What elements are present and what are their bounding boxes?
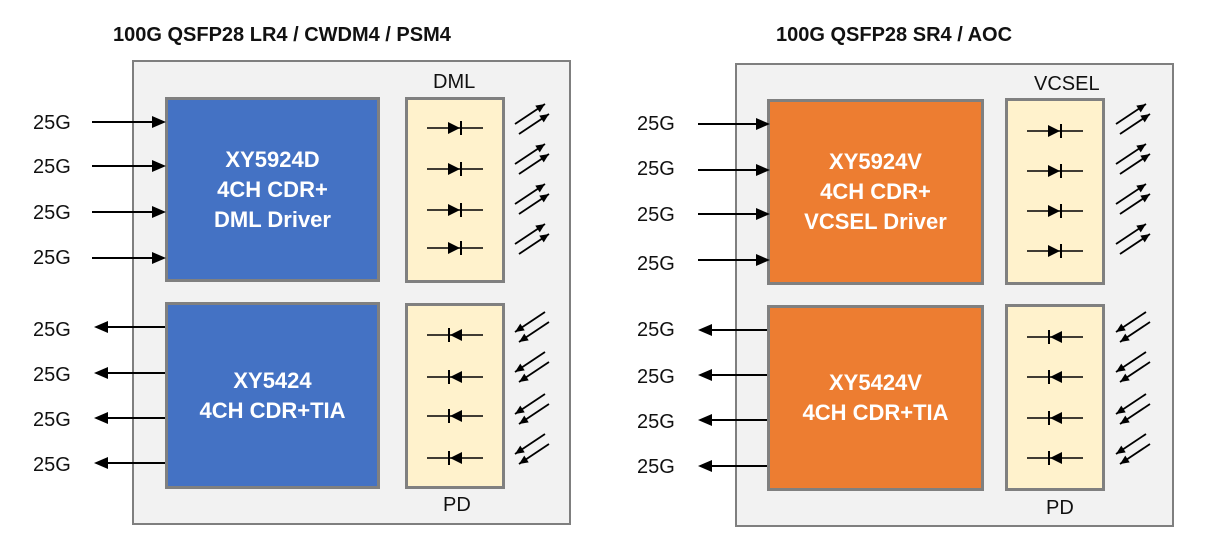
rx-chip-right-name: XY5424V	[829, 370, 922, 395]
rx-lane-label: 25G	[33, 409, 71, 431]
rx-chip-left-line2: 4CH CDR+TIA	[199, 397, 346, 423]
tx-chip-left-line2: 4CH CDR+	[217, 176, 328, 202]
tx-lane-label: 25G	[637, 158, 675, 180]
tx-chip-right: XY5924V 4CH CDR+ VCSEL Driver	[767, 99, 984, 285]
rx-lane-label: 25G	[33, 364, 71, 386]
tx-lane-label: 25G	[33, 202, 71, 224]
tx-array-label-right: VCSEL	[1034, 73, 1100, 95]
rx-lane-label: 25G	[637, 319, 675, 341]
tx-array-label-left: DML	[433, 71, 476, 93]
tx-lane-label: 25G	[637, 113, 675, 135]
tx-diode-array-right	[1005, 98, 1105, 285]
rx-chip-right-line2: 4CH CDR+TIA	[802, 400, 949, 425]
tx-lane-label: 25G	[33, 156, 71, 178]
tx-chip-left-name: XY5924D	[225, 146, 320, 172]
tx-lane-label: 25G	[637, 204, 675, 226]
rx-lane-label: 25G	[33, 319, 71, 341]
tx-chip-right-line3: VCSEL Driver	[804, 209, 947, 234]
tx-chip-right-line2: 4CH CDR+	[820, 179, 931, 204]
diagram-title-left: 100G QSFP28 LR4 / CWDM4 / PSM4	[113, 24, 451, 46]
rx-diode-array-right	[1005, 304, 1105, 491]
tx-chip-left: XY5924D 4CH CDR+ DML Driver	[165, 97, 380, 282]
tx-chip-right-name: XY5924V	[829, 149, 922, 174]
tx-lane-label: 25G	[33, 247, 71, 269]
rx-diode-array-left	[405, 303, 505, 489]
diagram-title-right: 100G QSFP28 SR4 / AOC	[776, 24, 1013, 46]
tx-chip-left-line3: DML Driver	[214, 206, 331, 232]
rx-lane-label: 25G	[637, 411, 675, 433]
tx-lane-label: 25G	[33, 112, 71, 134]
rx-lane-label: 25G	[33, 454, 71, 476]
rx-lane-label: 25G	[637, 366, 675, 388]
rx-array-label-right: PD	[1046, 497, 1074, 519]
rx-chip-left: XY5424 4CH CDR+TIA	[165, 302, 380, 489]
rx-lane-label: 25G	[637, 456, 675, 478]
rx-chip-right: XY5424V 4CH CDR+TIA	[767, 305, 984, 491]
rx-chip-left-name: XY5424	[233, 367, 312, 393]
tx-lane-label: 25G	[637, 253, 675, 275]
tx-diode-array-left	[405, 97, 505, 283]
rx-array-label-left: PD	[443, 494, 471, 516]
